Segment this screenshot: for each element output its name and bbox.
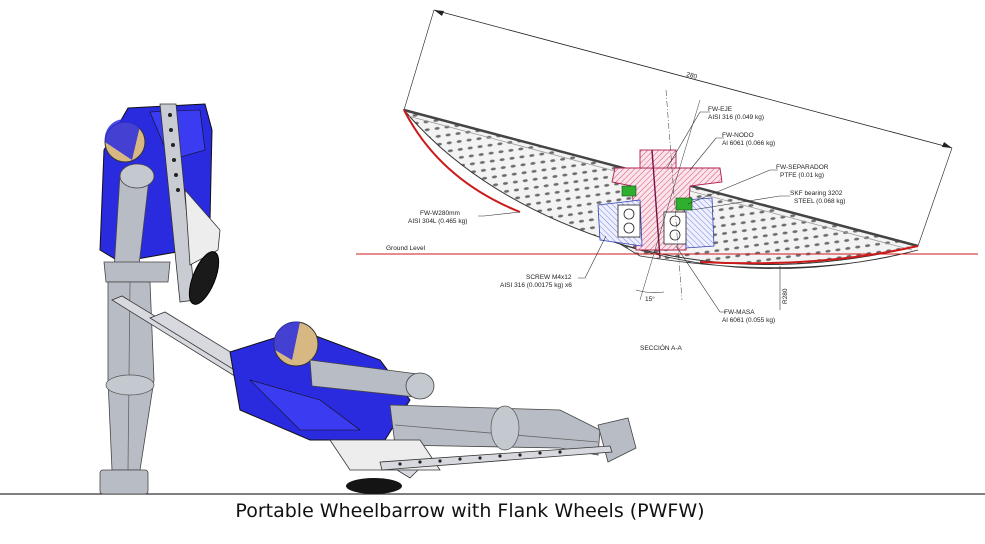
wheel-rim-right — [699, 245, 919, 265]
bearing-right — [663, 211, 687, 245]
section-drawing: 280 15° — [356, 9, 978, 352]
side-wheel-reclined — [346, 478, 402, 494]
side-wheel-standing — [188, 251, 220, 305]
separator-right — [675, 197, 693, 211]
label-screw-name: SCREW M4x12 — [526, 274, 572, 281]
section-title: SECCIÓN A-A — [640, 343, 683, 352]
separator-left — [621, 185, 637, 197]
label-nodo-name: FW-NODO — [722, 132, 754, 139]
label-masa-name: FW-MASA — [724, 309, 755, 316]
label-wheel-spec: AISI 304L (0.465 kg) — [408, 218, 467, 225]
standing-astronaut — [99, 103, 261, 495]
dimension-diameter: 280 — [685, 71, 698, 81]
dimension-radius: R280 — [782, 288, 789, 304]
label-masa-spec: Al 6061 (0.055 kg) — [722, 317, 775, 324]
label-screw-spec: AISI 316 (0.00175 kg) x6 — [500, 282, 572, 289]
figure-caption: Portable Wheelbarrow with Flank Wheels (… — [235, 500, 705, 522]
wheel-rim-left — [403, 109, 521, 213]
label-eje-spec: AISI 316 (0.049 kg) — [708, 114, 764, 121]
reclined-astronaut — [149, 311, 637, 494]
label-nodo-spec: Al 6061 (0.066 kg) — [722, 140, 775, 147]
bearing-left — [617, 204, 641, 238]
label-wheel-name: FW-W280mm — [420, 210, 460, 217]
label-separador-spec: PTFE (0.01 kg) — [780, 172, 824, 179]
label-bearing-name: SKF bearing 3202 — [790, 190, 843, 197]
label-separador-name: FW-SEPARADOR — [776, 164, 829, 171]
label-eje-name: FW-EJE — [708, 106, 733, 113]
dimension-angle: 15° — [645, 295, 655, 303]
label-bearing-spec: STEEL (0.068 kg) — [794, 198, 845, 205]
ground-level-label: Ground Level — [386, 245, 426, 252]
